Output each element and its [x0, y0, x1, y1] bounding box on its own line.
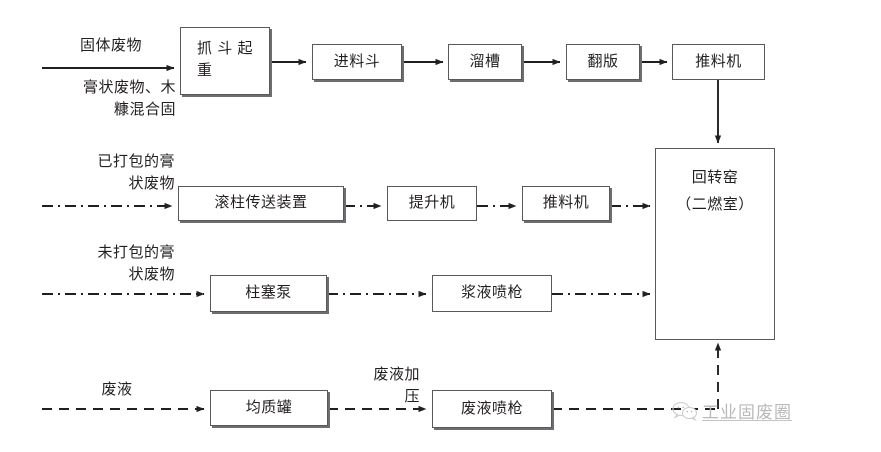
node-slurry-lance[interactable]: 浆液喷枪 — [432, 275, 552, 312]
node-grab-crane-label: 抓斗起 重 — [197, 41, 253, 79]
edge-label-paste-sawdust-mix: 膏状废物、木 糠混合固 — [82, 80, 176, 118]
node-elevator-label: 提升机 — [408, 195, 456, 212]
node-plunger-pump[interactable]: 柱塞泵 — [210, 275, 327, 312]
node-slurry-lance-label: 浆液喷枪 — [460, 285, 523, 302]
edge-label-unpacked-paste-waste: 未打包的膏 状废物 — [97, 245, 175, 283]
wechat-icon — [672, 401, 698, 421]
edge-label-solid-waste: 固体废物 — [79, 38, 142, 54]
watermark: 工业固废圈 — [672, 398, 792, 423]
node-rotary-kiln-label: 回转窑 （二燃室） — [676, 170, 754, 213]
node-waste-liquid-lance[interactable]: 废液喷枪 — [432, 390, 552, 428]
node-grab-crane[interactable]: 抓斗起 重 — [180, 27, 270, 95]
node-feed-hopper-label: 进料斗 — [333, 53, 381, 70]
node-pusher-mid-label: 推料机 — [542, 195, 590, 212]
edge-label-packed-paste-waste: 已打包的膏 状废物 — [97, 154, 175, 192]
node-plunger-pump-label: 柱塞泵 — [245, 285, 292, 302]
node-pusher-mid[interactable]: 推料机 — [522, 186, 610, 221]
node-flip-plate-label: 翻版 — [587, 53, 619, 70]
node-chute[interactable]: 溜槽 — [448, 44, 522, 80]
node-waste-liquid-lance-label: 废液喷枪 — [460, 400, 523, 417]
node-chute-label: 溜槽 — [469, 53, 501, 70]
node-homogenizing-tank[interactable]: 均质罐 — [210, 390, 328, 426]
node-roller-conveyor-label: 滚柱传送装置 — [214, 195, 308, 212]
node-feed-hopper[interactable]: 进料斗 — [312, 44, 402, 80]
node-rotary-kiln[interactable]: 回转窑 （二燃室） — [655, 148, 775, 340]
watermark-text: 工业固废圈 — [702, 403, 792, 422]
node-pusher-top-label: 推料机 — [695, 53, 742, 70]
node-roller-conveyor[interactable]: 滚柱传送装置 — [178, 186, 344, 221]
edge-label-waste-liquid: 废液 — [101, 382, 133, 398]
node-flip-plate[interactable]: 翻版 — [566, 44, 640, 80]
node-pusher-top[interactable]: 推料机 — [672, 44, 765, 80]
node-homogenizing-tank-label: 均质罐 — [245, 399, 293, 416]
edge-label-waste-liquid-pressurized: 废液加 压 — [373, 367, 420, 405]
node-elevator[interactable]: 提升机 — [387, 186, 477, 221]
